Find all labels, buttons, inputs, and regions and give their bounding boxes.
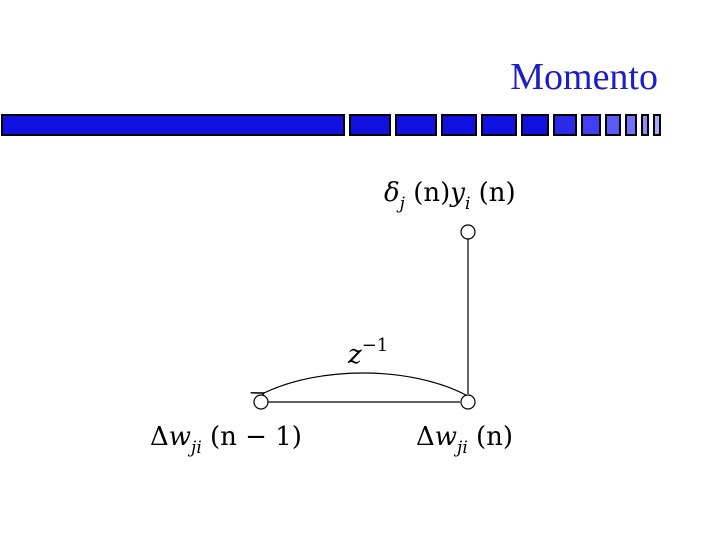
bar-segment xyxy=(349,114,391,136)
label-arg-right: (n) xyxy=(476,422,514,452)
title-decoration-bar xyxy=(1,114,661,136)
label-w-right: w xyxy=(434,422,458,452)
label-exp: −1 xyxy=(361,335,389,356)
label-Delta-right: Δ xyxy=(416,422,435,452)
label-top-node: δj (n)yi (n) xyxy=(384,178,516,213)
bar-segment xyxy=(641,114,649,136)
label-sub-ji-right: ji xyxy=(457,438,468,458)
label-sub-i: i xyxy=(464,194,471,214)
label-bottom-right-node: Δwji (n) xyxy=(416,422,514,457)
label-delta: δ xyxy=(384,178,400,208)
label-delay: z−1 xyxy=(348,337,388,370)
bar-segment xyxy=(653,114,661,136)
bar-segment xyxy=(605,114,621,136)
slide-title: Momento xyxy=(510,56,658,98)
bar-segment xyxy=(581,114,601,136)
label-w-left: w xyxy=(168,422,192,452)
bar-segment xyxy=(441,114,477,136)
delay-arc-arrow xyxy=(250,372,467,405)
label-z: z xyxy=(348,340,362,370)
bar-segment xyxy=(625,114,637,136)
bar-segment xyxy=(553,114,577,136)
node-top xyxy=(460,224,476,240)
node-bottom-left xyxy=(253,394,269,410)
label-bottom-left-node: Δwji (n − 1) xyxy=(150,422,302,457)
node-bottom-right xyxy=(460,394,476,410)
label-sub-ji-left: ji xyxy=(191,438,202,458)
bar-segment xyxy=(521,114,549,136)
label-arg-left: (n − 1) xyxy=(210,422,302,452)
bar-segment xyxy=(481,114,517,136)
bar-segment xyxy=(395,114,437,136)
bar-segment xyxy=(1,114,345,136)
label-sub-j: j xyxy=(399,194,405,214)
label-arg-1: (n) xyxy=(413,178,451,208)
label-y: y xyxy=(450,178,465,208)
label-Delta-left: Δ xyxy=(150,422,169,452)
label-arg-2: (n) xyxy=(478,178,516,208)
